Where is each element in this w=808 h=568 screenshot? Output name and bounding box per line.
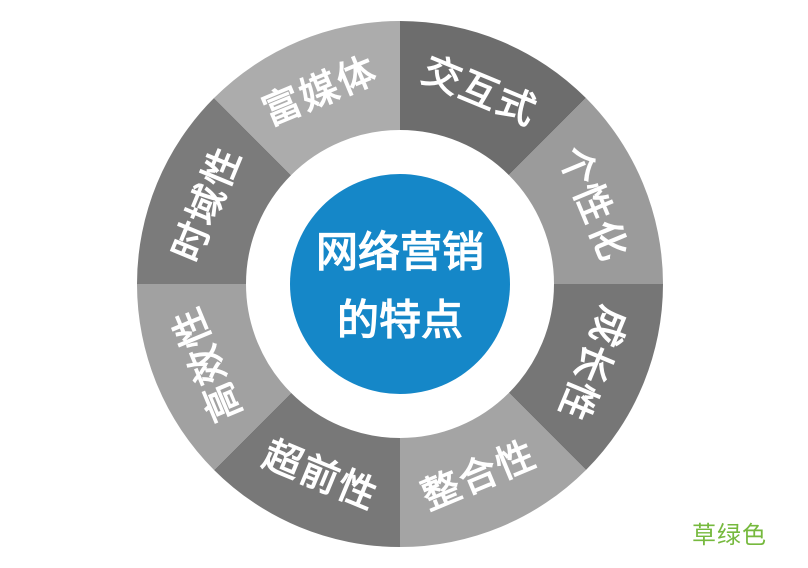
ring-segment-3: 成长性 bbox=[508, 284, 664, 470]
ring-segment-shape bbox=[137, 284, 292, 470]
ring-segment-1: 交互式 bbox=[400, 20, 586, 176]
ring-segment-shape bbox=[214, 21, 400, 176]
ring-segment-shape bbox=[508, 284, 664, 470]
center-title-line2: 的特点 bbox=[337, 297, 463, 344]
ring-segment-4: 整合性 bbox=[400, 392, 586, 547]
ring-segment-5: 超前性 bbox=[214, 392, 400, 547]
ring-segment-shape bbox=[400, 392, 586, 547]
ring-segment-shape bbox=[508, 98, 663, 284]
ring-segment-shape bbox=[137, 98, 292, 284]
center-circle bbox=[290, 174, 510, 394]
ring-segment-8: 富媒体 bbox=[214, 21, 400, 176]
ring-segment-shape bbox=[400, 20, 586, 176]
center-title-line1: 网络营销 bbox=[316, 229, 484, 276]
ring-segment-2: 个性化 bbox=[508, 98, 663, 284]
ring-segment-shape bbox=[214, 392, 400, 547]
ring-segment-7: 时域性 bbox=[137, 98, 292, 284]
center-badge: 网络营销 的特点 bbox=[290, 174, 510, 394]
ring-segment-6: 高效性 bbox=[137, 284, 292, 470]
corner-note: 草绿色 bbox=[692, 522, 767, 549]
